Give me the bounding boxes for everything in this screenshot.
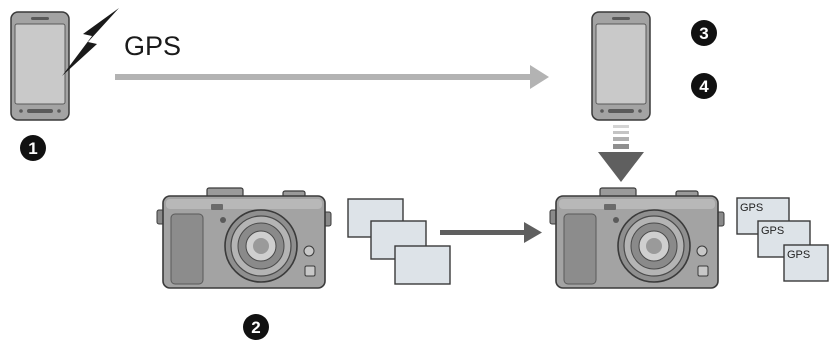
camera-before-icon <box>156 187 332 289</box>
photo-gps-tag: GPS <box>787 249 810 261</box>
step-badge-2: 2 <box>243 314 269 340</box>
photo-gps-tag: GPS <box>740 202 763 214</box>
photo-gps-tag: GPS <box>761 225 784 237</box>
gps-transfer-arrow <box>115 65 549 89</box>
step-badge-4: 4 <box>691 73 717 99</box>
step-badge-3: 3 <box>691 20 717 46</box>
step-number-1: 1 <box>28 139 37 158</box>
smartphone-target-icon <box>591 11 651 121</box>
photo-card <box>394 245 451 285</box>
photo-stack-gps: GPS GPS GPS <box>736 197 829 282</box>
step-number-3: 3 <box>699 24 708 43</box>
photo-stack-plain <box>347 198 451 285</box>
signal-bolt-icon <box>62 8 119 76</box>
step-number-2: 2 <box>251 318 260 337</box>
step-badge-1: 1 <box>20 135 46 161</box>
gps-label: GPS <box>124 31 181 61</box>
download-arrow <box>598 125 644 182</box>
step-number-4: 4 <box>699 77 709 96</box>
smartphone-source-icon <box>10 11 70 121</box>
sync-arrow <box>440 222 542 243</box>
photo-card <box>783 244 829 282</box>
camera-after-icon <box>549 187 725 289</box>
